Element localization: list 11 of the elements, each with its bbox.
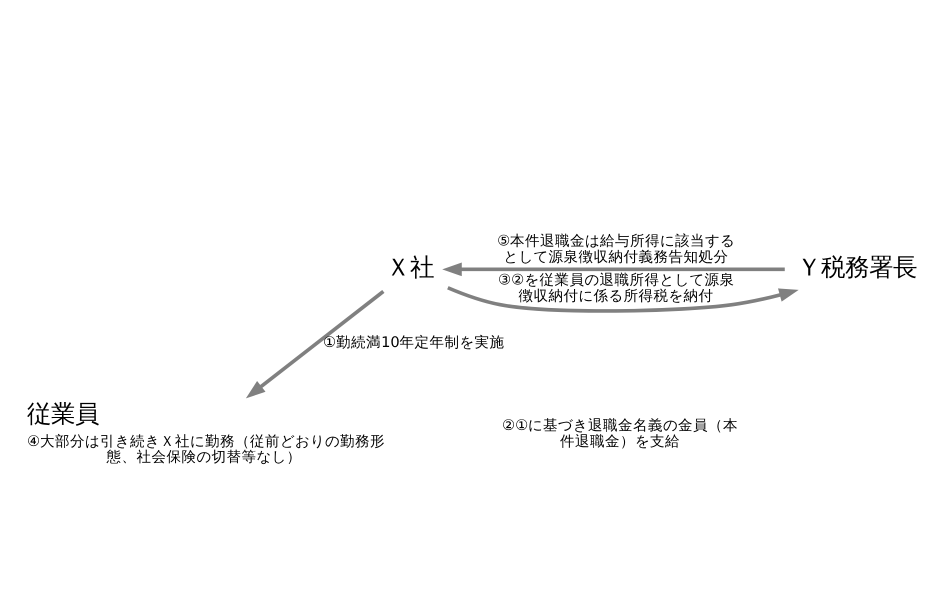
arrow xyxy=(245,290,384,398)
arrow xyxy=(446,286,798,313)
edge-label: ③②を従業員の退職所得として源泉徴収納付に係る所得税を納付 xyxy=(498,272,734,305)
node-label: ④大部分は引き続きＸ社に勤務（従前どおりの勤務形態、社会保険の切替等なし） xyxy=(26,432,385,466)
node-text: 従業員 xyxy=(26,398,99,428)
node-text: Ｘ社 xyxy=(385,252,434,282)
arrow xyxy=(442,262,784,276)
label: ②①に基づき退職金名義の金員（本件退職金）を支給 xyxy=(502,416,738,450)
node-text: Ｙ税務署長 xyxy=(796,252,917,282)
edge-label: ①勤続満10年定年制を実施 xyxy=(322,334,504,351)
edge-label: ⑤本件退職金は給与所得に該当するとして源泉徴収納付義務告知処分 xyxy=(496,232,735,266)
